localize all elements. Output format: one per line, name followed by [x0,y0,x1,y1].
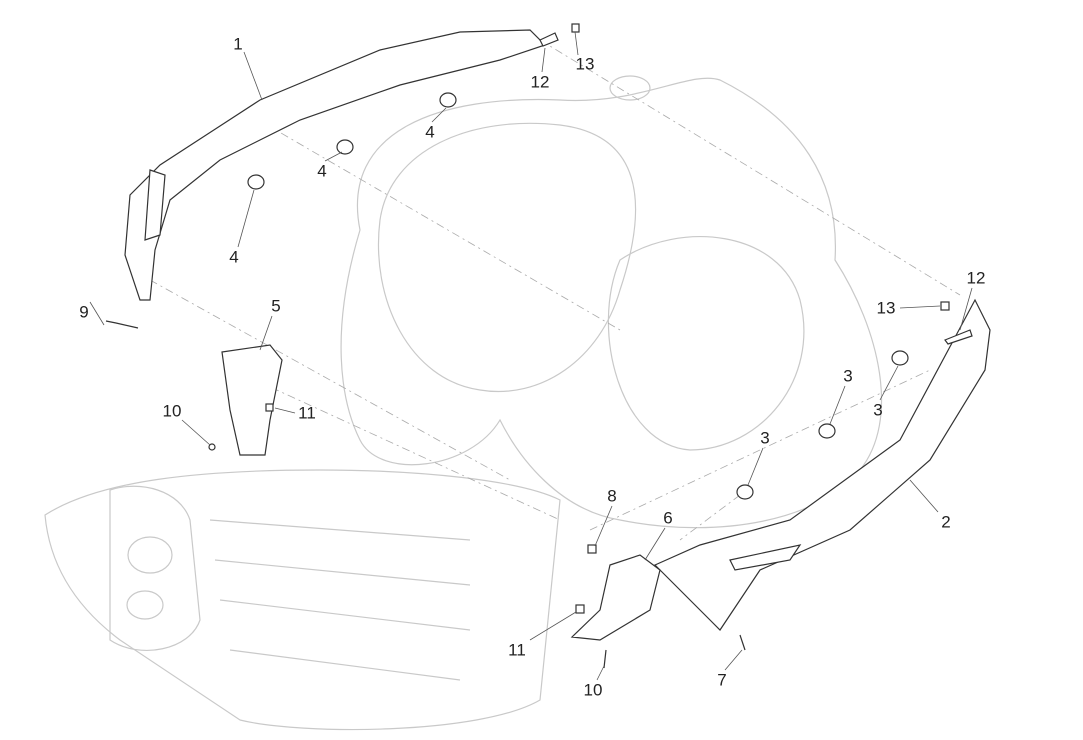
part-2-vent [729,544,802,571]
grommets [247,92,909,500]
part-1-vent [144,169,166,241]
callout-4: 4 [425,122,435,142]
leader-lines [89,31,973,681]
callout-8: 8 [607,486,617,506]
callout-4: 4 [229,247,239,267]
callout-3: 3 [873,400,883,420]
callout-2: 2 [941,512,951,532]
callout-9: 9 [79,302,89,322]
scooter-frame-outline [44,75,883,731]
callout-13: 13 [575,54,595,74]
callout-4: 4 [317,161,327,181]
part-5-bracket [221,344,283,456]
callout-10: 10 [583,680,603,700]
callout-12: 12 [530,72,550,92]
alignment-lines [149,39,961,541]
part-1-left-cowl [124,29,547,301]
fasteners [105,23,973,669]
callout-10: 10 [162,401,182,421]
part-2-right-cowl [653,298,991,631]
callout-13: 13 [876,298,896,318]
callout-7: 7 [717,670,727,690]
callout-3: 3 [843,366,853,386]
callout-12: 12 [966,268,986,288]
callout-3: 3 [760,428,770,448]
part-6-bracket [570,554,661,641]
callout-6: 6 [663,508,673,528]
callout-5: 5 [271,296,281,316]
callout-11: 11 [298,403,316,423]
callout-11: 11 [508,640,526,660]
callout-1: 1 [233,34,243,54]
